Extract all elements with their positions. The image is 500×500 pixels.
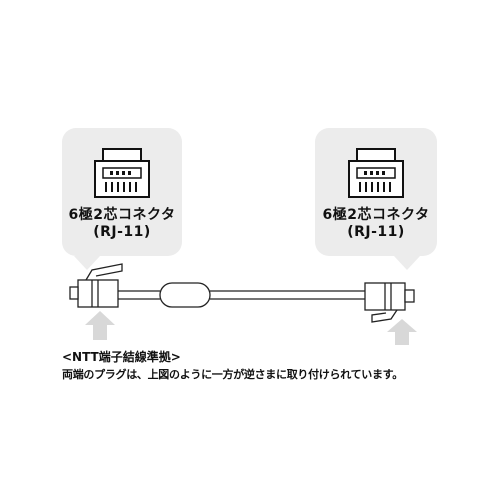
left-connector-name: 6極2芯コネクタ bbox=[68, 207, 176, 223]
right-up-arrow bbox=[387, 319, 417, 345]
left-connector-code: (RJ-11) bbox=[93, 224, 151, 240]
cable-line bbox=[118, 290, 365, 300]
right-connector-callout: 6極2芯コネクタ (RJ-11) bbox=[315, 128, 437, 270]
left-connector-callout: 6極2芯コネクタ (RJ-11) bbox=[62, 128, 182, 270]
right-connector-name: 6極2芯コネクタ bbox=[322, 207, 430, 223]
right-connector-code: (RJ-11) bbox=[347, 224, 405, 240]
orientation-note: 両端のプラグは、上図のように一方が逆さまに取り付けられています。 bbox=[62, 368, 403, 381]
ferrite-core bbox=[159, 282, 211, 308]
left-callout-pointer bbox=[74, 256, 100, 270]
rj11-jack-icon bbox=[348, 148, 404, 198]
right-plug bbox=[364, 282, 415, 323]
rj11-jack-icon bbox=[94, 148, 150, 198]
left-plug bbox=[69, 263, 123, 308]
left-up-arrow bbox=[85, 311, 115, 340]
standard-heading: <NTT端子結線準拠> bbox=[62, 350, 181, 364]
right-callout-pointer bbox=[394, 256, 420, 270]
